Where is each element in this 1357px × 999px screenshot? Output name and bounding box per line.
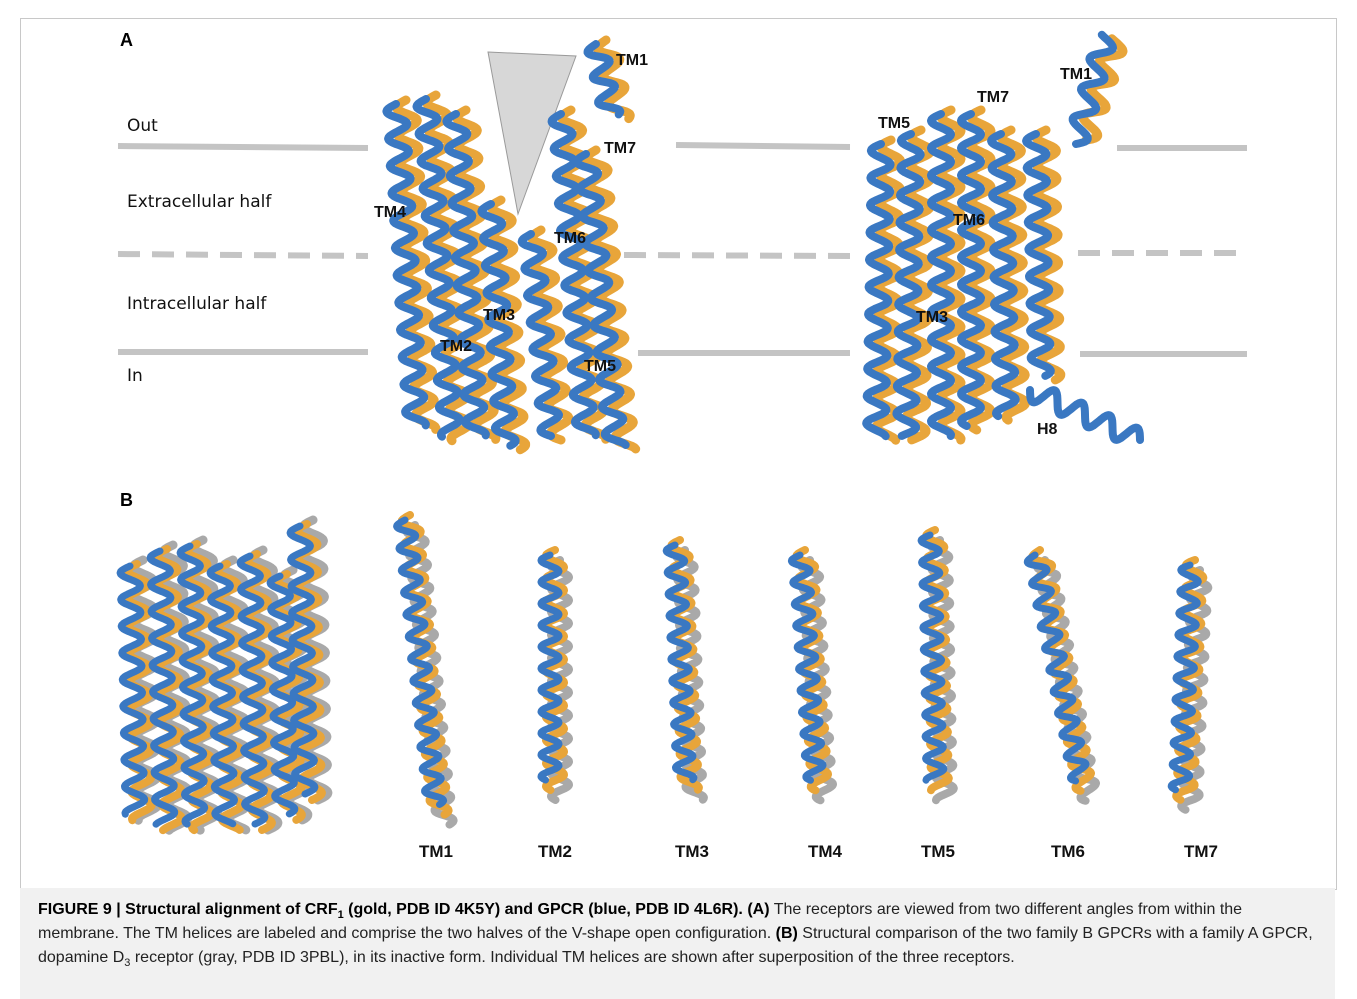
right-view-h8-label: H8 bbox=[1037, 421, 1058, 438]
panel-a-letter: A bbox=[120, 30, 133, 50]
caption-part-b-tag: (B) bbox=[775, 925, 798, 942]
b-single-tm6-gray bbox=[1033, 556, 1100, 805]
caption-part-b-text-1: Structural comparison of the two family … bbox=[38, 925, 1313, 966]
left-view-tm3-label: TM3 bbox=[483, 307, 515, 324]
left-bundle-helix-blue-7 bbox=[583, 40, 625, 119]
b-single-tm2-blue bbox=[537, 551, 563, 784]
b-single-tm7-gray bbox=[1177, 566, 1213, 814]
membrane-out-line-left bbox=[117, 143, 369, 151]
panel-b-tm2-label: TM2 bbox=[538, 842, 572, 861]
b-single-tm4-blue bbox=[787, 551, 827, 784]
b-single-tm1-blue bbox=[393, 516, 448, 808]
b-bundle-helix-gold-0 bbox=[123, 560, 156, 825]
left-bundle-helix-blue-2 bbox=[442, 110, 490, 440]
panel-b-tm5-label: TM5 bbox=[921, 842, 955, 861]
right-view-tm6-label: TM6 bbox=[953, 212, 985, 229]
region-in-label: In bbox=[127, 366, 143, 386]
b-bundle-helix-blue-4 bbox=[236, 552, 269, 828]
left-view-tm5-label: TM5 bbox=[584, 358, 616, 375]
left-view-tm4-label: TM4 bbox=[374, 204, 406, 221]
caption-part-b-sub: 3 bbox=[124, 957, 131, 970]
panel-b-letter: B bbox=[120, 490, 133, 510]
b-single-tm2-gray bbox=[547, 556, 573, 804]
membrane-out-line-mid bbox=[675, 142, 851, 150]
caption-part-a-tag: (A) bbox=[747, 901, 770, 918]
region-intracellular-label: Intracellular half bbox=[127, 294, 267, 314]
right-bundle-helix-blue-2 bbox=[927, 110, 955, 440]
left-bundle-helix-blue-1 bbox=[412, 95, 464, 441]
right-bundle-helix-gold-4 bbox=[996, 125, 1031, 425]
left-bundle-helix-blue-0 bbox=[382, 100, 430, 430]
right-bundle-helix-blue-4 bbox=[987, 130, 1020, 421]
region-extracellular-label: Extracellular half bbox=[127, 192, 272, 212]
caption-figure-label-rest: (gold, PDB ID 4K5Y) and GPCR (blue, PDB … bbox=[343, 901, 743, 918]
right-view-tm7-label: TM7 bbox=[977, 89, 1009, 106]
left-view-tm1-label: TM1 bbox=[616, 52, 648, 69]
region-out-label: Out bbox=[127, 116, 158, 136]
b-single-tm3-blue bbox=[662, 541, 698, 784]
b-bundle-helix-blue-0 bbox=[116, 562, 149, 818]
membrane-lines bbox=[117, 142, 1247, 357]
right-bundle-helix-gold-1 bbox=[901, 125, 936, 445]
b-bundle-helix-blue-2 bbox=[176, 542, 209, 828]
caption-part-b-text-2: receptor (gray, PDB ID 3PBL), in its ina… bbox=[130, 949, 1015, 966]
panel-b-tm3-label: TM3 bbox=[675, 842, 709, 861]
left-bundle-helix-blue-4 bbox=[517, 230, 563, 440]
left-view-tm6-label: TM6 bbox=[554, 230, 586, 247]
b-single-tm7-blue bbox=[1167, 561, 1202, 794]
v-shape-triangle bbox=[487, 51, 577, 216]
right-view-tm5-label: TM5 bbox=[878, 115, 910, 132]
figure-artwork bbox=[116, 30, 1247, 835]
panel-b-tm4-label: TM4 bbox=[808, 842, 842, 861]
right-bundle-helix-blue-1 bbox=[892, 130, 925, 440]
b-bundle-helix-gold-2 bbox=[183, 540, 216, 835]
left-bundle-helix-blue-6 bbox=[572, 150, 630, 449]
caption-figure-label-sub: 1 bbox=[337, 909, 344, 922]
b-bundle-helix-blue-1 bbox=[146, 547, 179, 828]
b-single-tm4-gray bbox=[797, 556, 837, 805]
right-bundle-helix-blue-5 bbox=[1022, 130, 1055, 380]
membrane-mid-dashed-left bbox=[117, 251, 369, 259]
right-view-tm1-label: TM1 bbox=[1060, 66, 1092, 83]
b-single-tm5-blue bbox=[917, 531, 948, 784]
right-bundle-helix-blue-3 bbox=[957, 110, 985, 430]
membrane-mid-dashed-mid bbox=[623, 252, 851, 259]
right-bundle-h8-helix bbox=[1026, 386, 1144, 444]
left-bundle-helix-blue-3 bbox=[477, 200, 520, 450]
helix-layer bbox=[116, 30, 1213, 835]
b-bundle-helix-blue-6 bbox=[286, 522, 319, 798]
b-bundle-helix-blue-5 bbox=[266, 572, 299, 818]
b-single-tm5-gray bbox=[927, 536, 958, 805]
b-bundle-helix-blue-3 bbox=[206, 562, 238, 828]
b-single-tm6-blue bbox=[1023, 551, 1090, 785]
caption-part-a-text: The receptors are viewed from two differ… bbox=[38, 901, 1243, 942]
figure-caption: FIGURE 9 | Structural alignment of CRF1 … bbox=[20, 888, 1335, 999]
panel-b-tm1-label: TM1 bbox=[419, 842, 453, 861]
panel-b-tm6-label: TM6 bbox=[1051, 842, 1085, 861]
caption-figure-label: FIGURE 9 | Structural alignment of CRF bbox=[38, 901, 338, 918]
b-bundle-helix-gold-3 bbox=[213, 560, 246, 834]
panel-b-tm7-label: TM7 bbox=[1184, 842, 1218, 861]
right-bundle-helix-blue-6 bbox=[1068, 30, 1117, 148]
left-view-tm7-label: TM7 bbox=[604, 140, 636, 157]
right-bundle-helix-blue-0 bbox=[862, 140, 895, 441]
left-bundle-helix-blue-5 bbox=[547, 110, 600, 440]
right-view-tm3-label: TM3 bbox=[916, 309, 948, 326]
left-view-tm2-label: TM2 bbox=[440, 338, 472, 355]
